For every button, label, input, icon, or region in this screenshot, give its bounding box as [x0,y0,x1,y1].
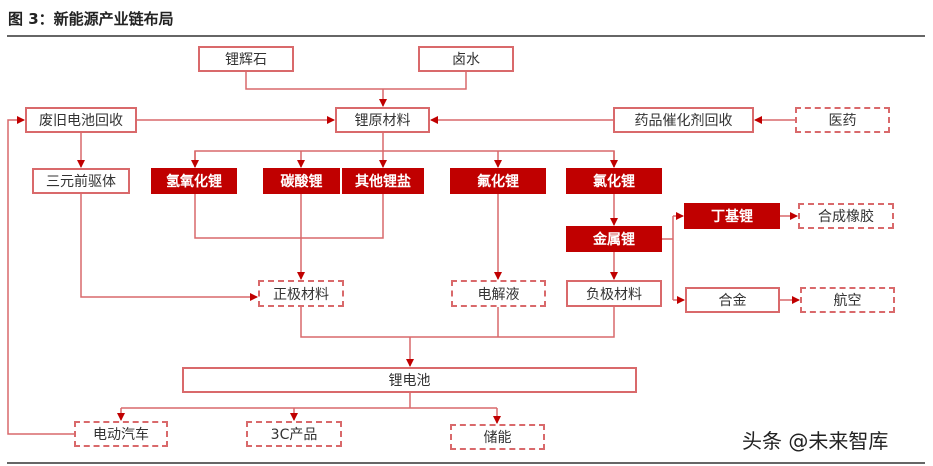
node-butyllithium: 丁基锂 [684,203,780,229]
node-lithium-carbonate: 碳酸锂 [263,168,340,194]
node-lithium-hydroxide: 氢氧化锂 [151,168,237,194]
connector-line [194,150,615,167]
node-anode-material: 负极材料 [566,280,662,307]
bottom-divider [7,462,925,464]
node-energy-storage: 储能 [450,424,545,450]
node-other-lithium-salts: 其他锂盐 [342,168,424,194]
connector-line [194,194,384,239]
node-label: 三元前驱体 [46,174,116,190]
node-label: 氢氧化锂 [166,174,222,190]
node-label: 废旧电池回收 [39,113,123,129]
node-lithium-fluoride: 氟化锂 [450,168,546,194]
node-label: 合成橡胶 [818,209,874,225]
connector-line [245,72,467,90]
node-lithium-metal: 金属锂 [566,226,662,252]
node-battery-recycling: 废旧电池回收 [25,107,137,133]
arrow-connector [7,116,74,435]
node-label: 丁基锂 [711,209,753,225]
node-alloy: 合金 [685,287,780,313]
node-label: 碳酸锂 [280,174,323,190]
node-label: 储能 [483,430,512,446]
node-label: 其他锂盐 [355,174,411,190]
node-label: 氯化锂 [593,174,635,190]
node-label: 药品催化剂回收 [634,113,733,129]
node-synthetic-rubber: 合成橡胶 [798,203,894,229]
node-label: 医药 [828,113,857,129]
node-label: 锂原材料 [354,113,411,129]
node-label: 金属锂 [593,232,635,248]
node-label: 航空 [833,293,862,309]
node-lithium-chloride: 氯化锂 [566,168,662,194]
node-3c-products: 3C产品 [246,421,342,447]
node-label: 氟化锂 [477,174,519,190]
node-ternary-precursor: 三元前驱体 [32,168,130,194]
top-divider [7,35,925,37]
node-lithium-battery: 锂电池 [182,367,637,393]
node-lithium-raw-material: 锂原材料 [335,107,430,133]
node-label: 负极材料 [586,286,642,303]
node-label: 电动汽车 [93,427,149,443]
node-label: 锂电池 [388,373,431,389]
node-label: 电解液 [477,286,520,303]
node-label: 卤水 [452,52,480,68]
node-medicine: 医药 [795,107,890,133]
watermark: 头条 @未来智库 [742,429,889,453]
node-cathode-material: 正极材料 [258,280,344,307]
node-catalyst-recycling: 药品催化剂回收 [613,107,754,133]
node-spodumene: 锂辉石 [198,46,294,72]
figure-title: 图 3：新能源产业链布局 [8,10,174,28]
node-electrolyte: 电解液 [451,280,546,307]
node-label: 锂辉石 [225,52,267,68]
node-label: 3C产品 [270,427,318,443]
node-brine: 卤水 [418,46,514,72]
connector-line [300,307,615,338]
arrow-connector [80,194,258,301]
node-label: 正极材料 [273,286,329,303]
node-aviation: 航空 [800,287,895,313]
node-label: 合金 [718,293,747,309]
node-electric-vehicle: 电动汽车 [74,421,168,447]
